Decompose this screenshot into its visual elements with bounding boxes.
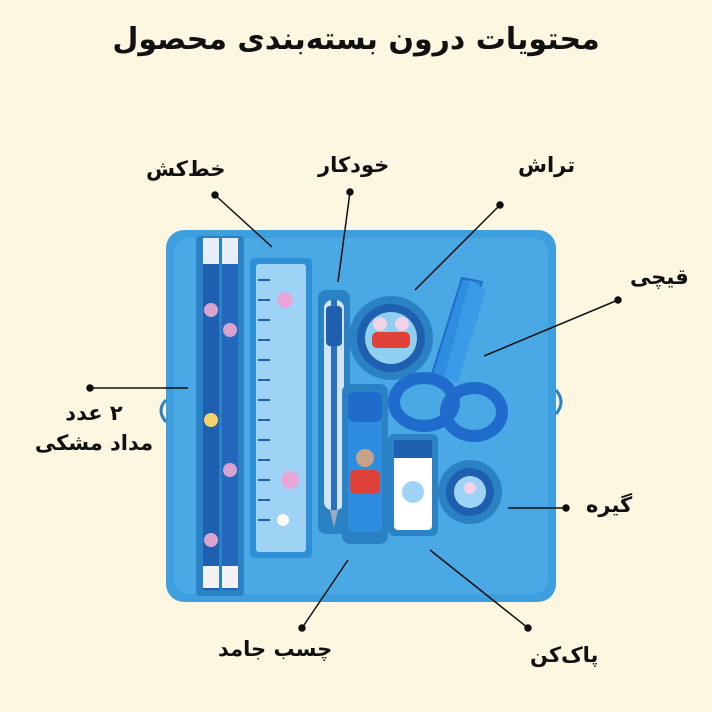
pencils-label: ۲ عدد مداد مشکی [14,398,174,459]
page-title: محتویات درون بسته‌بندی محصول [112,22,600,57]
ruler [250,258,312,558]
glue-label: چسب جامد [218,637,333,661]
pen [318,290,350,534]
sharpener-label: تراش [518,153,576,177]
pencils [196,236,244,596]
scissors [388,276,508,442]
pointer-lines [86,188,622,632]
paper-clip-box [438,460,502,524]
glue-stick [342,384,388,544]
ruler-label: خط‌کش [146,157,226,181]
eraser-label: پاک‌کن [530,643,599,667]
sharpener [349,296,433,380]
scissors-label: قیچی [630,265,689,289]
pencils-count: ۲ عدد [65,401,123,425]
eraser [388,434,438,536]
pencils-name: مداد مشکی [34,431,154,456]
clip-label: گیره [586,493,633,517]
pen-label: خودکار [318,153,390,177]
